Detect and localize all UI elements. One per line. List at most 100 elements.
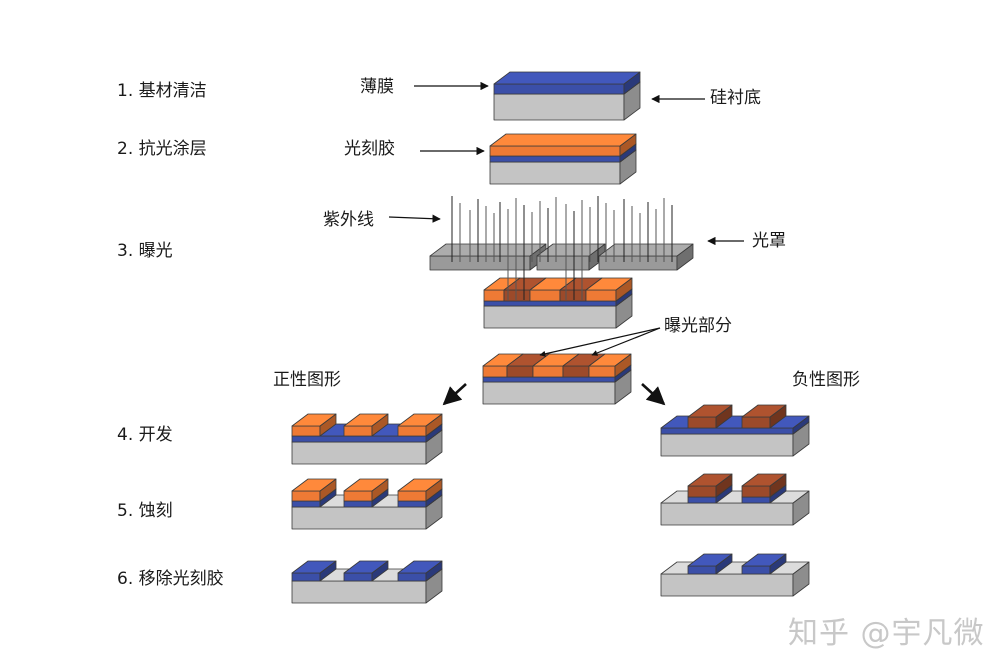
exposed-substrate-front xyxy=(482,381,616,405)
pos6-film-2-top xyxy=(397,560,443,574)
exposed-resist-seg-4-front xyxy=(588,365,616,378)
pos4-resist-2-top xyxy=(397,413,443,427)
pointer-arrows xyxy=(388,81,744,406)
pos4-resist-1-top xyxy=(343,413,389,427)
pos5-resist-0-top xyxy=(291,478,337,492)
exposed-resist-seg-4 xyxy=(588,353,632,378)
negative-pattern-label: 负性图形 xyxy=(792,370,860,390)
neg6-film-1-top xyxy=(741,553,787,567)
neg4-resist-0-top xyxy=(687,404,733,418)
pos4-resist-1-front xyxy=(343,425,373,437)
pos4-resist-0-front xyxy=(291,425,321,437)
mask-left-front xyxy=(429,255,531,271)
neg4-resist-1 xyxy=(741,404,787,429)
neg5-substrate xyxy=(660,490,810,526)
uv-arrow xyxy=(388,214,441,223)
pos4-film-front xyxy=(291,435,427,443)
neg4-film xyxy=(660,415,810,435)
step2-resist-top xyxy=(489,133,637,147)
uv-light-rays xyxy=(451,196,673,300)
pos5-film-1-front xyxy=(343,500,373,508)
pos6-film-1 xyxy=(343,560,389,582)
step3-film-front xyxy=(483,300,617,307)
step1-film-front xyxy=(493,83,625,95)
exposed-arrow-b xyxy=(591,327,661,356)
positive-pattern-label: 正性图形 xyxy=(273,370,341,390)
pos6-film-1-front xyxy=(343,572,373,582)
pos4-resist-0 xyxy=(291,413,337,437)
pos6-film-0-front xyxy=(291,572,321,582)
exposed-film-front xyxy=(482,376,616,383)
neg6-film-0-top xyxy=(687,553,733,567)
neg4-film-front xyxy=(660,427,794,435)
neg4-resist-0 xyxy=(687,404,733,429)
neg5-film-1-front xyxy=(741,496,771,504)
step2-resist-front xyxy=(489,145,621,157)
exposed-arrow-a xyxy=(539,327,661,357)
positive-branch-arrow xyxy=(442,383,467,406)
neg6-film-1-front xyxy=(741,565,771,575)
step-2-label: 2. 抗光涂层 xyxy=(117,139,207,159)
negative-branch-arrow xyxy=(641,383,666,406)
mask-left-top xyxy=(429,243,547,257)
pos5-film-0-front xyxy=(291,500,321,508)
neg4-resist-0-front xyxy=(687,416,717,429)
neg4-substrate-front xyxy=(660,433,794,457)
step-1-label: 1. 基材清洁 xyxy=(117,81,207,101)
pos6-film-0 xyxy=(291,560,337,582)
pos5-film-2-front xyxy=(397,500,427,508)
pos4-resist-0-top xyxy=(291,413,337,427)
neg6-substrate-front xyxy=(660,573,794,597)
neg4-film-top xyxy=(660,415,810,429)
pos4-substrate-front xyxy=(291,441,427,465)
step1-substrate-front xyxy=(493,93,625,121)
pos4-resist-2-front xyxy=(397,425,427,437)
pos6-film-0-top xyxy=(291,560,337,574)
neg4-resist-1-front xyxy=(741,416,771,429)
pos5-resist-2 xyxy=(397,478,443,502)
neg6-film-0 xyxy=(687,553,733,575)
neg6-substrate xyxy=(660,561,810,597)
pos5-resist-0 xyxy=(291,478,337,502)
exposed-part-label: 曝光部分 xyxy=(664,316,732,336)
mask-middle xyxy=(536,243,606,271)
pos6-substrate-front xyxy=(291,580,427,604)
step3-resist-seg-4 xyxy=(585,277,633,302)
pos5-resist-2-top xyxy=(397,478,443,492)
mask-right xyxy=(598,243,694,271)
step-5-label: 5. 蚀刻 xyxy=(117,501,173,521)
step-3-label: 3. 曝光 xyxy=(117,241,173,261)
neg5-resist-0-front xyxy=(687,485,717,498)
photoresist-label: 光刻胶 xyxy=(344,139,395,159)
pos5-resist-1-top xyxy=(343,478,389,492)
pos5-substrate-front xyxy=(291,506,427,530)
uv-label: 紫外线 xyxy=(323,210,374,230)
pos6-film-1-top xyxy=(343,560,389,574)
mask-middle-front xyxy=(536,255,590,271)
neg6-substrate-top xyxy=(660,561,810,575)
step1-film xyxy=(493,71,641,95)
substrate-label: 硅衬底 xyxy=(710,88,761,108)
exposed-resist-seg-2-front xyxy=(532,365,564,378)
watermark: 知乎 @宇凡微 xyxy=(788,616,985,651)
pos5-resist-1-front xyxy=(343,490,373,502)
neg6-film-0-front xyxy=(687,565,717,575)
neg5-resist-1 xyxy=(741,473,787,498)
step3-resist-seg-4-front xyxy=(585,289,617,302)
exposed-resist-seg-3-front xyxy=(562,365,590,378)
mask-label: 光罩 xyxy=(752,231,786,251)
neg5-resist-1-top xyxy=(741,473,787,487)
exposed-resist-seg-0-front xyxy=(482,365,508,378)
pos6-film-2 xyxy=(397,560,443,582)
neg5-resist-0 xyxy=(687,473,733,498)
step1-film-top xyxy=(493,71,641,85)
neg6-film-1 xyxy=(741,553,787,575)
step2-substrate-front xyxy=(489,161,621,185)
step3-substrate-front xyxy=(483,305,617,329)
pos6-film-2-front xyxy=(397,572,427,582)
neg5-film-0-front xyxy=(687,496,717,504)
step3-resist-seg-0-front xyxy=(483,289,505,302)
step2-film-front xyxy=(489,155,621,163)
step-6-label: 6. 移除光刻胶 xyxy=(117,569,224,589)
